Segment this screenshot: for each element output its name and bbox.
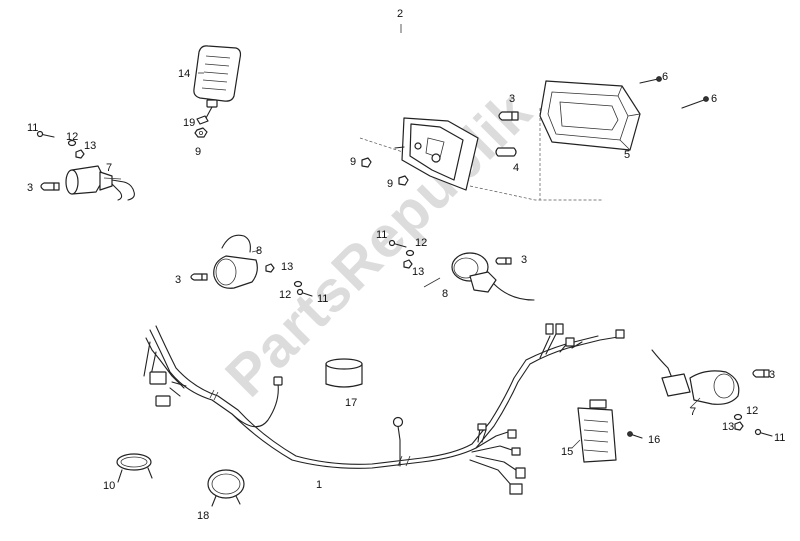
part-4-bulb-festoon[interactable] <box>495 147 517 157</box>
part-3-bulb-right[interactable] <box>752 369 770 378</box>
part-13-nut-rear-left[interactable] <box>265 263 275 273</box>
callout-3: 3 <box>27 182 33 194</box>
part-6-lens-screw-lower[interactable] <box>681 96 709 109</box>
part-12-washer-right[interactable] <box>733 413 743 421</box>
callout-5: 5 <box>624 149 630 161</box>
part-17-rubber-sleeve[interactable] <box>325 358 363 388</box>
part-8-turn-signal-center[interactable] <box>451 252 535 301</box>
part-13-nut-left[interactable] <box>75 149 85 159</box>
callout-11: 11 <box>317 293 328 305</box>
part-11-screw-right[interactable] <box>754 428 773 437</box>
part-6-lens-screw-upper[interactable] <box>639 76 662 84</box>
part-12-washer-rear-left[interactable] <box>293 280 303 288</box>
callout-12: 12 <box>746 405 758 417</box>
part-11-screw-left[interactable] <box>36 130 55 138</box>
part-18-cable-clamp[interactable] <box>207 469 245 507</box>
callout-3: 3 <box>175 274 181 286</box>
callout-11: 11 <box>376 229 387 241</box>
callout-7: 7 <box>106 162 112 174</box>
part-11-screw-center[interactable] <box>388 239 407 248</box>
callout-4: 4 <box>513 162 519 174</box>
part-10-cable-clamp[interactable] <box>116 453 153 483</box>
watermark: PartsRepublik <box>213 78 544 409</box>
part-9-nut-top[interactable] <box>194 127 208 138</box>
callout-9: 9 <box>350 156 356 168</box>
part-14-lamp-housing[interactable] <box>193 45 242 119</box>
part-7-turn-signal-right[interactable] <box>651 349 740 405</box>
callout-11: 11 <box>774 432 785 444</box>
callout-13: 13 <box>412 266 424 278</box>
callout-8: 8 <box>256 245 262 257</box>
callout-6: 6 <box>662 71 668 83</box>
callout-7: 7 <box>690 406 696 418</box>
part-7-turn-signal-left[interactable] <box>65 165 135 201</box>
part-3-bulb-left[interactable] <box>40 182 60 191</box>
callout-labels: 2 14 19 9 11 12 13 7 3 3 6 6 4 5 9 9 11 … <box>27 8 785 522</box>
leader-lines <box>103 72 701 449</box>
assembly-bracket-outline <box>359 108 603 201</box>
callout-2: 2 <box>397 8 403 20</box>
callout-3: 3 <box>769 369 775 381</box>
callout-6: 6 <box>711 93 717 105</box>
part-15-voltage-regulator[interactable] <box>577 399 617 463</box>
callout-15: 15 <box>561 446 573 458</box>
part-12-washer-center[interactable] <box>405 249 415 257</box>
callout-16: 16 <box>648 434 660 446</box>
callout-19: 19 <box>183 117 195 129</box>
callout-13: 13 <box>281 261 293 273</box>
callout-11: 11 <box>27 122 38 134</box>
part-8-turn-signal-rear-left[interactable] <box>213 234 258 289</box>
callout-13: 13 <box>722 421 734 433</box>
callout-14: 14 <box>178 68 190 80</box>
callout-9: 9 <box>195 146 201 158</box>
callout-9: 9 <box>387 178 393 190</box>
callout-12: 12 <box>66 131 78 143</box>
callout-12: 12 <box>279 289 291 301</box>
part-9-nut-mid-b[interactable] <box>398 175 409 186</box>
callout-3: 3 <box>509 93 515 105</box>
part-12-washer-left[interactable] <box>67 139 77 147</box>
callout-12: 12 <box>415 237 427 249</box>
part-1-wiring-harness[interactable] <box>143 323 625 495</box>
callout-13: 13 <box>84 140 96 152</box>
callout-18: 18 <box>197 510 209 522</box>
part-16-screw[interactable] <box>627 431 643 439</box>
callout-1: 1 <box>316 479 322 491</box>
part-2-tail-lamp-base[interactable] <box>394 117 479 191</box>
callout-8: 8 <box>442 288 448 300</box>
callout-3: 3 <box>521 254 527 266</box>
part-11-screw-rear-left[interactable] <box>296 288 313 297</box>
part-3-bulb-rear-left[interactable] <box>190 273 208 281</box>
part-9-nut-mid-a[interactable] <box>361 157 372 168</box>
part-3-bulb-center[interactable] <box>495 257 512 265</box>
part-13-nut-right[interactable] <box>734 421 744 431</box>
callout-17: 17 <box>345 397 357 409</box>
part-19-screw[interactable] <box>196 115 209 125</box>
part-13-nut-center[interactable] <box>403 259 413 269</box>
part-5-tail-lens[interactable] <box>539 80 641 151</box>
part-3-bulb-tail[interactable] <box>498 111 519 121</box>
callout-10: 10 <box>103 480 115 492</box>
